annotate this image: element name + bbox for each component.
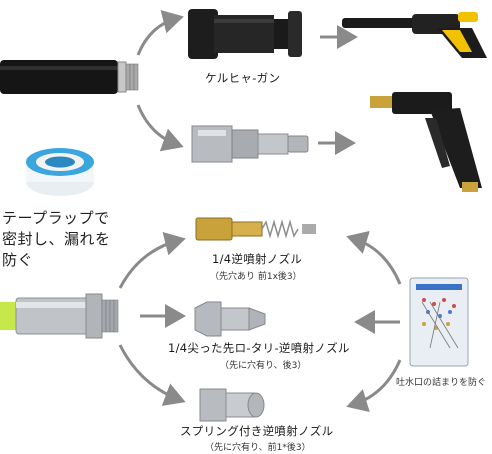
cleaner-kit-image — [409, 277, 469, 367]
label-nozzle1: 1/4逆噴射ノズル — [212, 252, 303, 266]
arrow-hose-to-adapter — [136, 10, 184, 56]
label-tape-line2: 密封し、漏れを — [2, 230, 111, 248]
label-nozzle3: スプリング付き逆噴射ノズル — [180, 424, 334, 438]
thread-tape-image — [26, 148, 94, 196]
label-nozzle3-sub: （先に穴有り、前1*後3） — [205, 443, 311, 453]
label-nozzle1-sub: （先穴あり 前1x後3） — [210, 272, 302, 282]
label-nozzle2-sub: （先に穴有り、後3） — [220, 361, 307, 371]
arrow-fitting-to-nozzle1 — [118, 232, 186, 289]
label-tape-line1: テープラップで — [2, 209, 110, 227]
arrow-hose-to-coupler — [136, 104, 184, 152]
hose-image — [0, 60, 139, 94]
kercher-gun-image — [342, 12, 487, 58]
label-cleaner: 吐水口の詰まりを防ぐ — [396, 378, 487, 388]
arrow-cleaner-to-nozzle3 — [346, 359, 402, 413]
quick-coupler-image — [191, 125, 309, 163]
label-kercher-gun: ケルヒャ-ガン — [205, 71, 281, 85]
hose-fitting-image — [0, 293, 119, 339]
nozzle2-image — [194, 301, 266, 337]
arrow-cleaner-to-nozzle1 — [346, 230, 402, 285]
label-nozzle2: 1/4尖った先ロ-タリ-逆噴射ノズル — [168, 341, 350, 355]
spray-gun-image — [370, 92, 482, 192]
kercher-adapter-image — [188, 9, 302, 59]
arrow-fitting-to-nozzle3 — [118, 344, 186, 406]
nozzle1-image — [195, 217, 316, 241]
label-tape: テープラップで 密封し、漏れを 防ぐ — [2, 208, 111, 271]
label-tape-line3: 防ぐ — [2, 251, 34, 269]
nozzle3-image — [199, 388, 265, 422]
